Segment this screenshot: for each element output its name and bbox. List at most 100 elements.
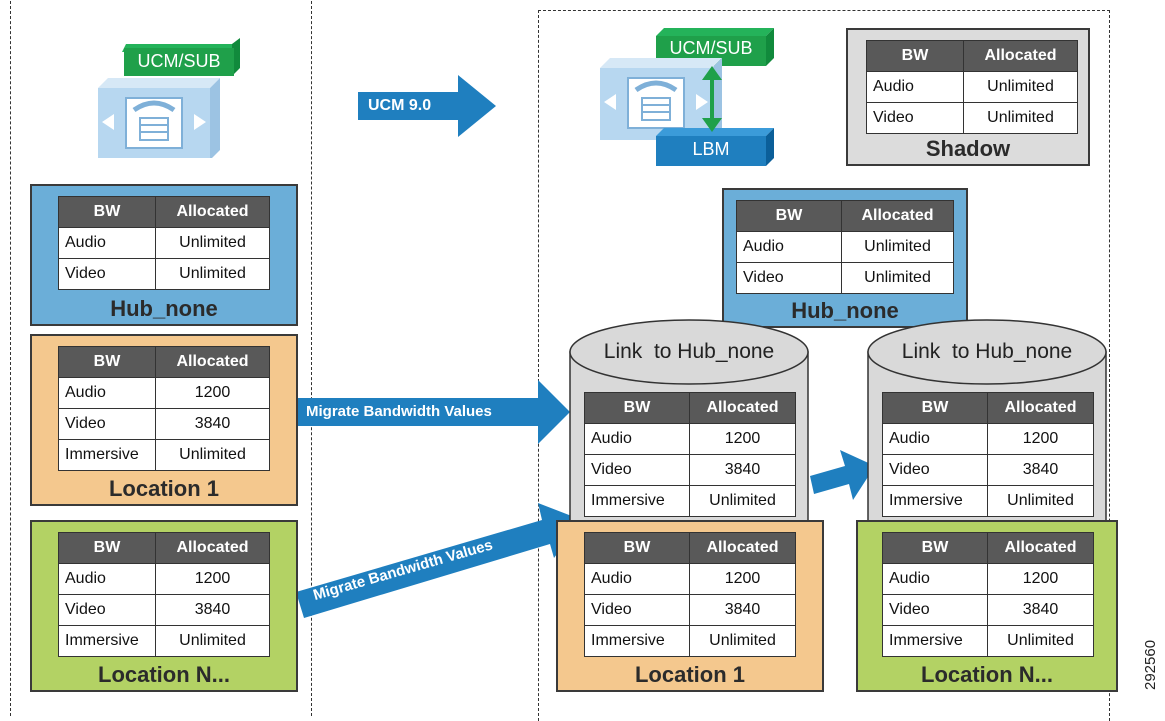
- header-bw: BW: [882, 532, 988, 564]
- right-hub-title: Hub_none: [791, 298, 899, 323]
- left-hub-panel: BW Allocated Audio Unlimited Video Unlim…: [30, 184, 298, 326]
- table-row: Immersive Unlimited: [882, 485, 1094, 517]
- row-value: Unlimited: [155, 227, 270, 259]
- header-allocated: Allocated: [155, 346, 270, 378]
- right-hub-table: BW Allocated Audio Unlimited Video Unlim…: [736, 200, 954, 294]
- row-value: 3840: [689, 454, 796, 486]
- link1-table: BW Allocated Audio 1200 Video 3840 Immer…: [584, 392, 796, 517]
- row-label: Immersive: [584, 625, 690, 657]
- header-allocated: Allocated: [963, 40, 1078, 72]
- left-hub-table: BW Allocated Audio Unlimited Video Unlim…: [58, 196, 270, 290]
- row-label: Audio: [584, 563, 690, 595]
- header-bw: BW: [866, 40, 964, 72]
- table-row: Immersive Unlimited: [58, 439, 270, 471]
- row-value: 3840: [987, 594, 1094, 626]
- row-label: Audio: [58, 563, 156, 595]
- header-allocated: Allocated: [987, 532, 1094, 564]
- shadow-table: BW Allocated Audio Unlimited Video Unlim…: [866, 40, 1078, 134]
- upgrade-label: UCM 9.0: [368, 97, 432, 114]
- right-location1-title: Location 1: [634, 662, 745, 687]
- row-value: Unlimited: [155, 258, 270, 290]
- row-label: Audio: [882, 563, 988, 595]
- header-allocated: Allocated: [155, 532, 270, 564]
- right-locationN-title: Location N...: [921, 662, 1053, 687]
- row-label: Audio: [882, 423, 988, 455]
- header-bw: BW: [882, 392, 988, 424]
- row-label: Immersive: [584, 485, 690, 517]
- figure-id: 292560: [1142, 639, 1159, 690]
- table-header-row: BW Allocated: [882, 532, 1094, 564]
- table-row: Audio 1200: [584, 423, 796, 455]
- connector-arrows: [294, 75, 875, 618]
- left-hub-title: Hub_none: [110, 296, 218, 321]
- table-row: Audio 1200: [58, 377, 270, 409]
- table-row: Audio 1200: [882, 563, 1094, 595]
- row-value: 1200: [987, 563, 1094, 595]
- table-header-row: BW Allocated: [58, 346, 270, 378]
- right-boundary: [538, 10, 1110, 721]
- right-location1-panel: BW Allocated Audio 1200 Video 3840 Immer…: [556, 520, 824, 692]
- row-label: Video: [58, 594, 156, 626]
- row-value: 1200: [689, 423, 796, 455]
- right-locationN-table: BW Allocated Audio 1200 Video 3840 Immer…: [882, 532, 1094, 657]
- row-value: 1200: [155, 377, 270, 409]
- left-sub-label: UCM/SUB: [137, 51, 221, 71]
- row-label: Video: [584, 454, 690, 486]
- row-label: Immersive: [58, 625, 156, 657]
- row-value: Unlimited: [155, 439, 270, 471]
- table-row: Audio Unlimited: [58, 227, 270, 259]
- row-label: Audio: [736, 231, 842, 263]
- link2-title: Link to Hub_none: [901, 340, 1073, 363]
- row-label: Immersive: [58, 439, 156, 471]
- left-locationN-panel: BW Allocated Audio 1200 Video 3840 Immer…: [30, 520, 298, 692]
- left-server-icon: [98, 38, 240, 158]
- row-label: Video: [584, 594, 690, 626]
- link-arrow: [810, 450, 875, 500]
- header-allocated: Allocated: [689, 532, 796, 564]
- right-sub-label: UCM/SUB: [669, 38, 753, 58]
- row-value: 3840: [987, 454, 1094, 486]
- right-locationN-panel: BW Allocated Audio 1200 Video 3840 Immer…: [856, 520, 1118, 692]
- migrate-arrow-1: [294, 380, 570, 444]
- row-label: Video: [58, 258, 156, 290]
- table-header-row: BW Allocated: [736, 200, 954, 232]
- table-row: Video 3840: [584, 594, 796, 626]
- table-row: Video Unlimited: [866, 102, 1078, 134]
- row-label: Video: [58, 408, 156, 440]
- row-label: Immersive: [882, 625, 988, 657]
- right-hub-panel: BW Allocated Audio Unlimited Video Unlim…: [722, 188, 968, 328]
- row-value: Unlimited: [155, 625, 270, 657]
- table-row: Audio Unlimited: [736, 231, 954, 263]
- row-label: Video: [882, 454, 988, 486]
- shadow-panel: BW Allocated Audio Unlimited Video Unlim…: [846, 28, 1090, 166]
- row-label: Video: [866, 102, 964, 134]
- row-label: Video: [736, 262, 842, 294]
- row-label: Audio: [584, 423, 690, 455]
- table-row: Immersive Unlimited: [584, 625, 796, 657]
- table-row: Video 3840: [584, 454, 796, 486]
- table-row: Immersive Unlimited: [882, 625, 1094, 657]
- table-row: Video 3840: [58, 408, 270, 440]
- header-bw: BW: [584, 532, 690, 564]
- row-value: Unlimited: [841, 262, 954, 294]
- row-value: 3840: [155, 594, 270, 626]
- header-bw: BW: [736, 200, 842, 232]
- header-bw: BW: [584, 392, 690, 424]
- table-row: Video 3840: [882, 454, 1094, 486]
- table-header-row: BW Allocated: [882, 392, 1094, 424]
- row-value: 3840: [689, 594, 796, 626]
- row-value: 1200: [689, 563, 796, 595]
- row-value: Unlimited: [963, 102, 1078, 134]
- table-header-row: BW Allocated: [584, 532, 796, 564]
- row-label: Video: [882, 594, 988, 626]
- header-bw: BW: [58, 346, 156, 378]
- right-lbm-label: LBM: [692, 139, 730, 159]
- header-allocated: Allocated: [155, 196, 270, 228]
- table-row: Video Unlimited: [736, 262, 954, 294]
- header-allocated: Allocated: [841, 200, 954, 232]
- left-location1-title: Location 1: [108, 476, 219, 501]
- upgrade-arrow: [358, 75, 496, 137]
- table-row: Video 3840: [882, 594, 1094, 626]
- right-server-icon: [600, 28, 774, 166]
- table-row: Audio 1200: [58, 563, 270, 595]
